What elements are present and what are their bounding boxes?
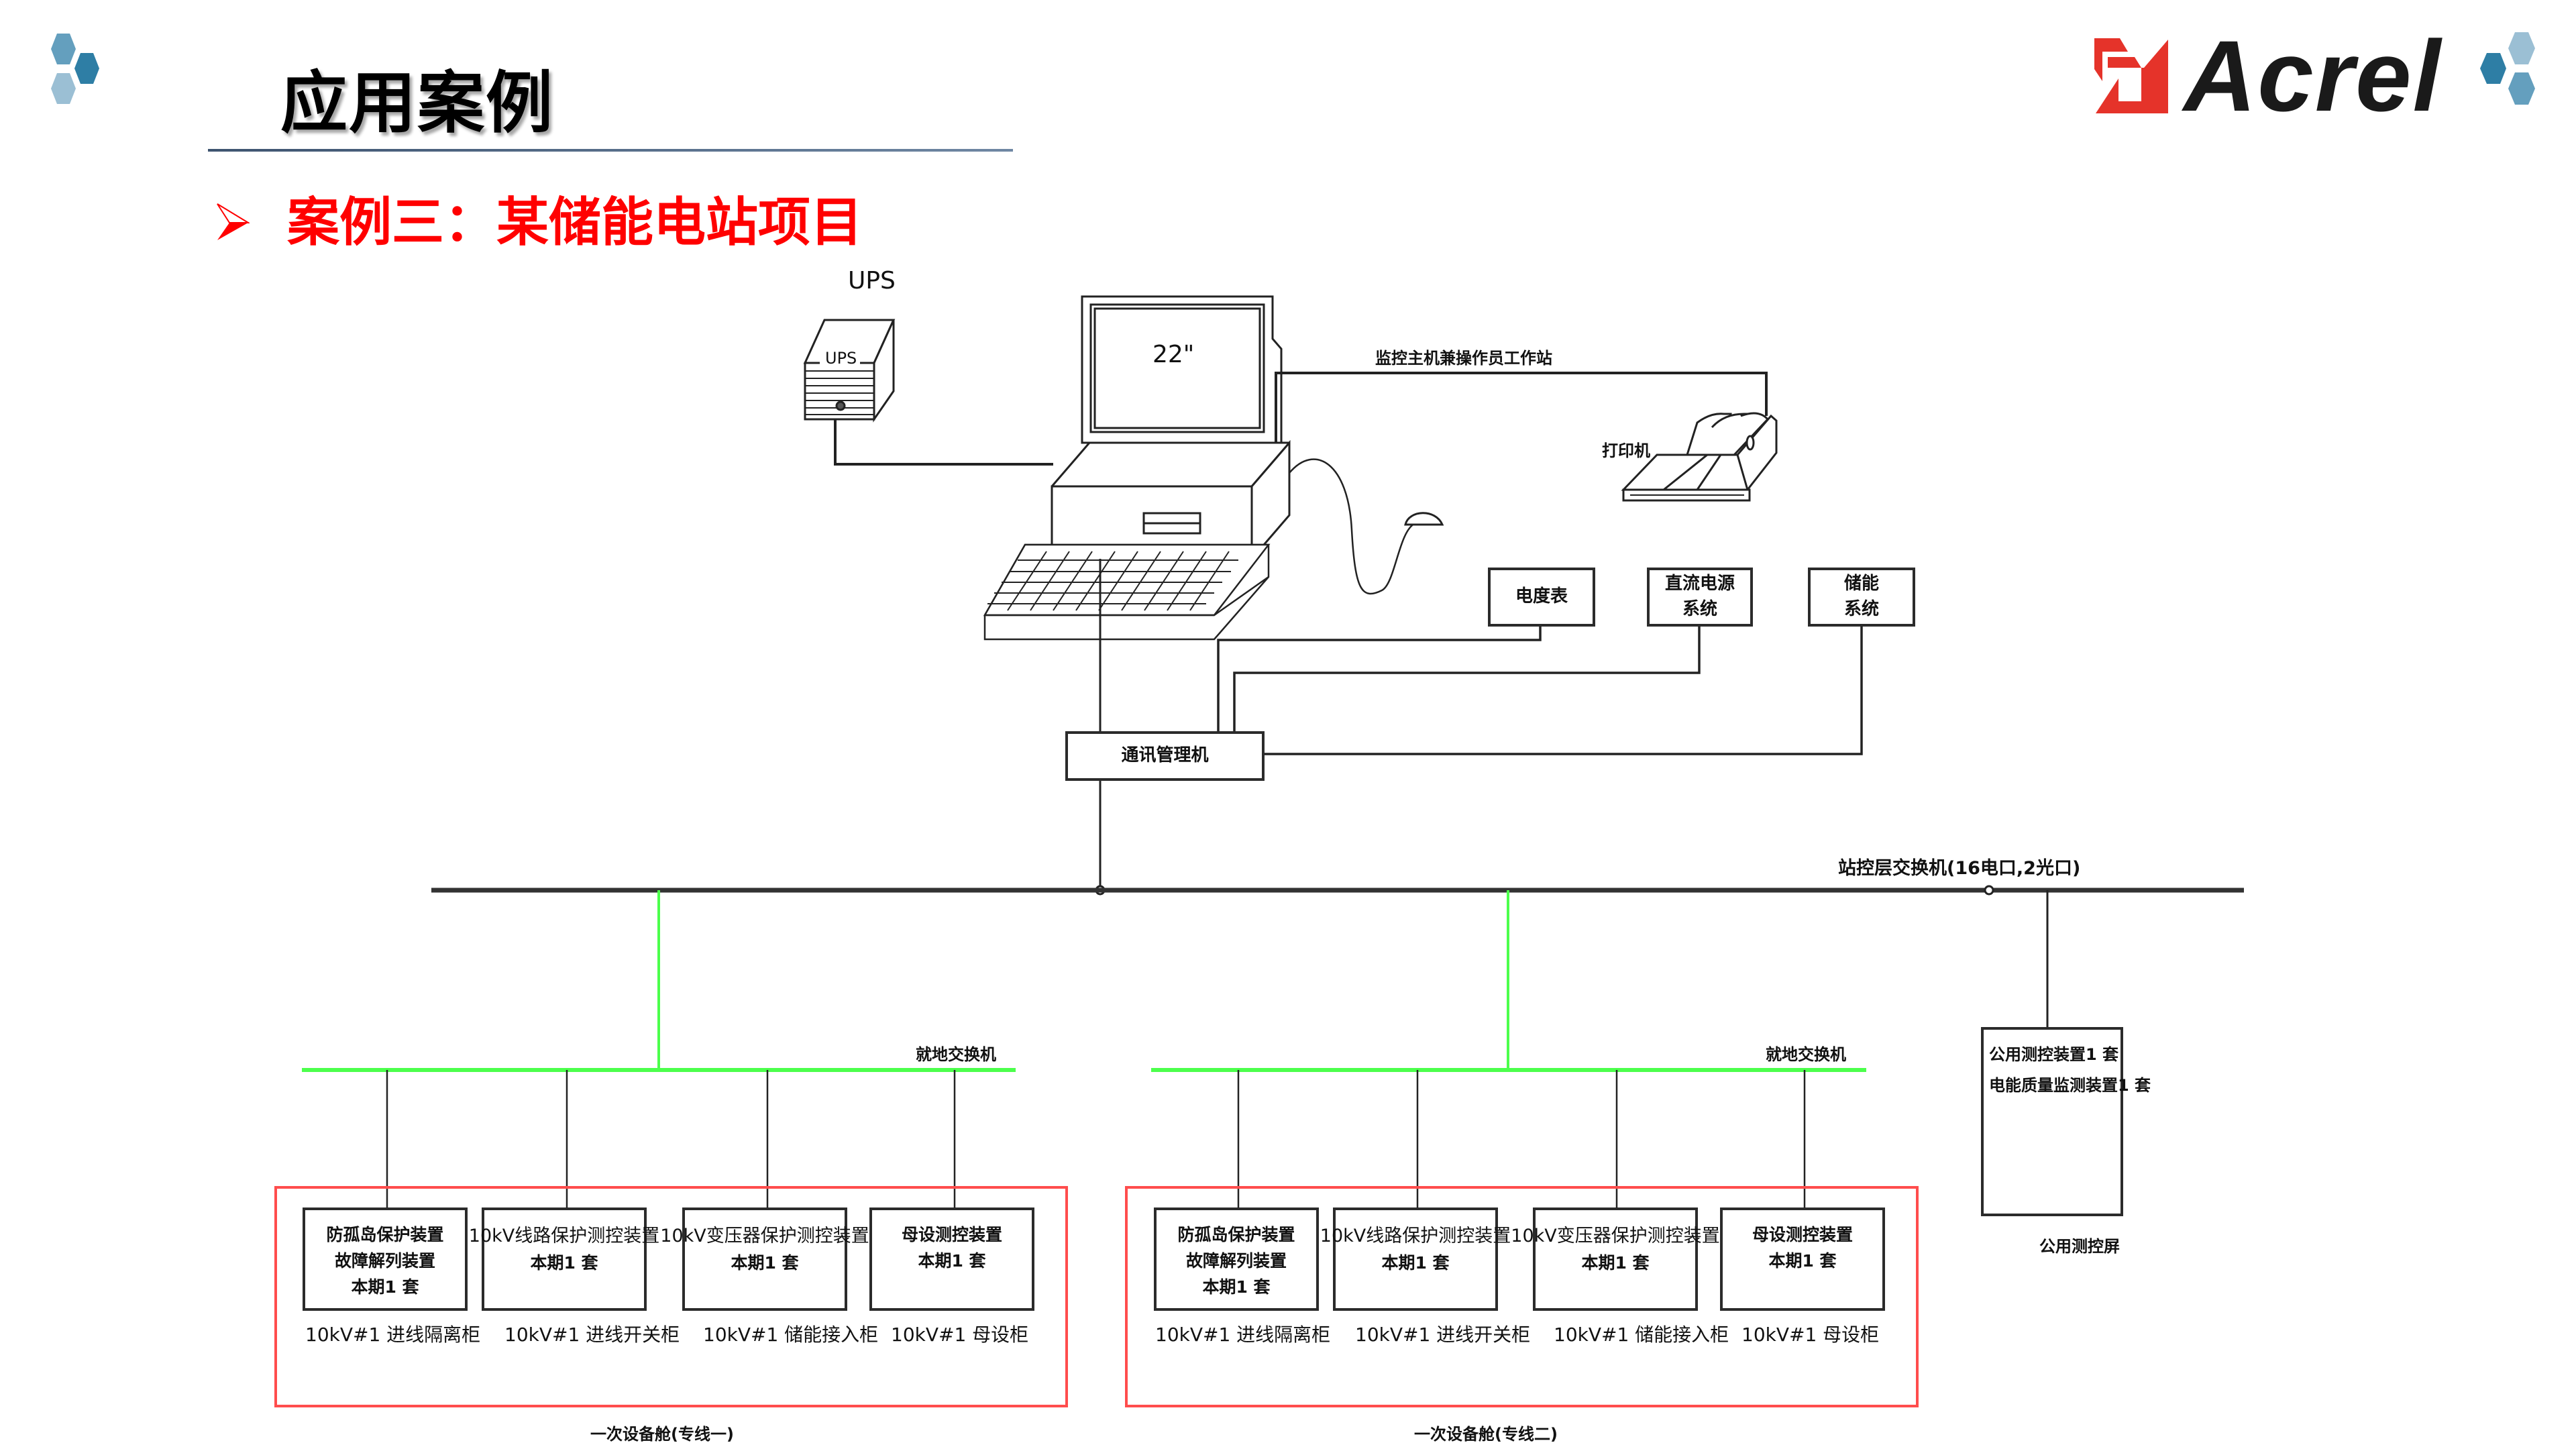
dc-link	[1233, 625, 1701, 733]
device-box[interactable]: 母设测控装置 本期1 套	[1720, 1208, 1885, 1311]
mouse-cable	[1289, 458, 1416, 595]
device-box[interactable]: 10kV变压器保护测控装置 本期1 套	[660, 1208, 869, 1311]
device-box[interactable]: 母设测控装置 本期1 套	[869, 1208, 1034, 1311]
device-box[interactable]: 10kV变压器保护测控装置 本期1 套	[1511, 1208, 1720, 1311]
printer-cable	[1275, 372, 1768, 443]
hex-mid-icon	[2508, 72, 2535, 105]
monitor-size-label: 22"	[1152, 341, 1195, 368]
ups-body-label: UPS	[825, 349, 857, 368]
device-box[interactable]: 防孤岛保护装置 故障解列装置 本期1 套	[1154, 1208, 1319, 1311]
hex-dark-icon	[74, 53, 99, 84]
group1-drops	[386, 1070, 956, 1209]
workstation-label: 监控主机兼操作员工作站	[1375, 349, 1552, 368]
monitor-icon	[1081, 295, 1283, 481]
local-switch-label-2: 就地交换机	[1766, 1045, 1846, 1064]
ups-cable	[834, 419, 1053, 466]
local-switch-label-1: 就地交换机	[916, 1045, 996, 1064]
group1-frame	[274, 1186, 1068, 1407]
cabinet-label: 10kV#1 储能接入柜	[703, 1324, 879, 1346]
hex-light-icon	[51, 34, 76, 64]
group2-frame	[1125, 1186, 1919, 1407]
cabinet-label: 10kV#1 进线隔离柜	[1155, 1324, 1331, 1346]
dc-power-system-box[interactable]: 直流电源 系统	[1647, 568, 1753, 627]
ups-icon	[803, 319, 896, 423]
bullet-arrow-icon	[216, 201, 251, 241]
energy-storage-system-box[interactable]: 储能 系统	[1808, 568, 1915, 627]
hex-dark-icon	[2480, 53, 2506, 84]
computer-base-icon	[1051, 439, 1291, 562]
case-subtitle: 案例三：某储能电站项目	[287, 193, 863, 253]
group1-caption: 一次设备舱(专线一)	[590, 1425, 734, 1444]
printer-icon	[1621, 412, 1778, 502]
ess-link	[1263, 625, 1863, 755]
cabinet-label: 10kV#1 母设柜	[891, 1324, 1029, 1346]
hex-pale-icon	[2508, 32, 2535, 64]
comm-manager-box[interactable]: 通讯管理机	[1065, 731, 1265, 781]
cabinet-label: 10kV#1 进线隔离柜	[305, 1324, 481, 1346]
title-divider	[208, 149, 1013, 152]
public-cabinet-box[interactable]: 公用测控装置1 套 电能质量监测装置1 套	[1981, 1027, 2151, 1216]
group2-caption: 一次设备舱(专线二)	[1414, 1425, 1558, 1444]
meter-link	[1217, 625, 1542, 733]
cabinet-label: 10kV#1 进线开关柜	[1355, 1324, 1531, 1346]
cabinet-label: 10kV#1 进线开关柜	[504, 1324, 680, 1346]
mouse-icon	[1404, 512, 1444, 526]
keyboard-icon	[983, 543, 1271, 641]
cabinet-label: 10kV#1 储能接入柜	[1554, 1324, 1729, 1346]
hexagon-decoration-right	[2477, 30, 2551, 111]
printer-label: 打印机	[1602, 441, 1650, 460]
ups-top-label: UPS	[848, 267, 896, 294]
cabinet-label: 10kV#1 母设柜	[1741, 1324, 1880, 1346]
acrel-logo-mark-icon	[2093, 37, 2174, 119]
energy-meter-box[interactable]: 电度表	[1488, 568, 1595, 627]
page-title: 应用案例	[280, 64, 554, 142]
public-cabinet-caption: 公用测控屏	[2039, 1237, 2120, 1256]
device-box[interactable]: 10kV线路保护测控装置 本期1 套	[469, 1208, 659, 1311]
group2-drops	[1237, 1070, 1806, 1209]
hexagon-decoration-left	[37, 30, 117, 111]
station-switch-label: 站控层交换机(16电口,2光口)	[1838, 858, 2081, 879]
acrel-logo-text: Acrel	[2184, 19, 2443, 132]
device-box[interactable]: 10kV线路保护测控装置 本期1 套	[1320, 1208, 1511, 1311]
hex-pale-icon	[51, 73, 76, 104]
device-box[interactable]: 防孤岛保护装置 故障解列装置 本期1 套	[303, 1208, 468, 1311]
